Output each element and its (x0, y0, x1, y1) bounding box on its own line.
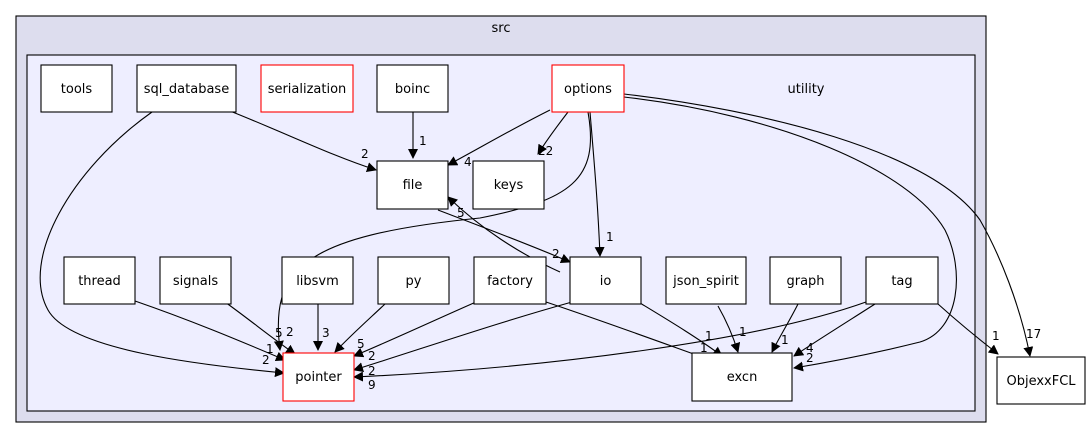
node-boinc[interactable]: boinc (376, 64, 449, 113)
cluster-utility[interactable]: utility (26, 54, 976, 412)
edge-io-to-file (447, 196, 561, 273)
edge-label-options-to-objexx: 17 (1026, 327, 1041, 341)
edge-label-options-to-excn: 2 (806, 351, 814, 365)
node-thread-label: thread (78, 274, 121, 289)
edge-labels: 2 2 1 4 22 1 2 2 17 2 5 1 5 3 5 2 1 2 1 … (262, 134, 1041, 392)
edge-label-graph-to-excn: 1 (781, 333, 789, 347)
edge-options-to-objexx (623, 93, 1034, 357)
node-file-label: file (403, 178, 423, 193)
node-json-spirit[interactable]: json_spirit (665, 256, 747, 305)
node-sql-database-label: sql_database (144, 82, 229, 97)
node-keys-label: keys (494, 178, 524, 193)
node-boinc-label: boinc (395, 82, 430, 97)
node-objexxfcl[interactable]: ObjexxFCL (996, 356, 1086, 405)
node-serialization-label: serialization (268, 82, 347, 97)
node-tools-label: tools (61, 82, 93, 97)
edge-sql-to-pointer (39, 111, 285, 378)
node-pointer[interactable]: pointer (282, 352, 355, 402)
node-factory[interactable]: factory (473, 256, 547, 305)
node-options-label: options (564, 82, 612, 97)
node-sql-database[interactable]: sql_database (136, 64, 237, 113)
node-options[interactable]: options (551, 64, 625, 113)
node-py-label: py (406, 274, 422, 289)
node-tag[interactable]: tag (865, 256, 939, 305)
edge-factory-to-pointer (353, 301, 477, 358)
node-graph[interactable]: graph (769, 256, 842, 305)
edge-label-factory-to-excn: 1 (700, 341, 708, 355)
edge-io-to-excn (639, 302, 723, 357)
edge-label-tag-to-objexx: 1 (992, 329, 1000, 343)
edge-label-io-to-excn: 1 (705, 329, 713, 343)
edge-thread-to-pointer (134, 300, 286, 362)
edge-label-libsvm-to-pointer: 3 (322, 326, 330, 340)
edge-label-options-to-pointer: 2 (286, 325, 294, 339)
edge-signals-to-pointer (224, 301, 296, 355)
edge-label-py-to-pointer: 5 (357, 337, 365, 351)
edge-tag-to-pointer (353, 301, 867, 382)
node-io[interactable]: io (569, 256, 642, 305)
node-graph-label: graph (786, 274, 824, 289)
edge-json-to-excn (717, 305, 741, 353)
node-excn[interactable]: excn (691, 352, 793, 402)
node-objexxfcl-label: ObjexxFCL (1006, 374, 1076, 389)
edge-sql-to-file (229, 110, 377, 172)
edge-label-boinc-to-file: 1 (419, 134, 427, 148)
node-pointer-label: pointer (295, 370, 342, 385)
cluster-src-label: src (492, 21, 511, 36)
edge-tag-to-objexx (937, 303, 999, 355)
edge-graph-to-excn (771, 303, 799, 353)
edge-label-sql-to-pointer: 2 (262, 353, 270, 367)
edge-label-sql-to-file: 2 (361, 147, 369, 161)
edge-options-to-excn (623, 96, 957, 372)
edge-label-tag-to-excn: 4 (806, 341, 814, 355)
edge-label-io-to-file: 5 (457, 206, 465, 220)
node-signals-label: signals (173, 274, 218, 289)
cluster-utility-label: utility (788, 82, 825, 97)
edge-label-io-to-pointer: 2 (368, 364, 376, 378)
edge-label-thread-to-pointer: 1 (266, 342, 274, 356)
node-io-label: io (600, 274, 612, 289)
edge-options-to-keys (537, 111, 569, 155)
node-json-spirit-label: json_spirit (672, 274, 739, 289)
edge-options-to-io (589, 111, 605, 257)
edge-label-factory-to-pointer: 2 (368, 349, 376, 363)
edge-label-options-to-file: 4 (464, 155, 472, 169)
node-libsvm[interactable]: libsvm (281, 256, 354, 305)
edge-tag-to-excn (793, 303, 876, 357)
node-thread[interactable]: thread (63, 256, 136, 305)
edge-label-tag-to-pointer: 9 (368, 378, 376, 392)
edge-py-to-pointer (334, 303, 386, 353)
node-file[interactable]: file (376, 160, 449, 210)
edge-options-to-file (447, 109, 551, 166)
edge-label-options-to-keys: 22 (538, 144, 553, 158)
node-tag-label: tag (891, 274, 912, 289)
node-tools[interactable]: tools (40, 64, 113, 113)
node-factory-label: factory (487, 274, 533, 289)
node-signals[interactable]: signals (159, 256, 232, 305)
edge-io-to-pointer (353, 301, 573, 373)
edge-file-to-io (437, 209, 571, 264)
node-excn-label: excn (727, 370, 758, 385)
node-keys[interactable]: keys (472, 160, 545, 210)
node-py[interactable]: py (377, 256, 450, 305)
edge-label-json-to-excn: 1 (739, 325, 747, 339)
node-serialization[interactable]: serialization (260, 64, 354, 113)
node-libsvm-label: libsvm (296, 274, 339, 289)
edge-label-options-to-io: 1 (606, 230, 614, 244)
edge-label-signals-to-pointer: 5 (275, 326, 283, 340)
edge-label-file-to-io: 2 (552, 247, 560, 261)
